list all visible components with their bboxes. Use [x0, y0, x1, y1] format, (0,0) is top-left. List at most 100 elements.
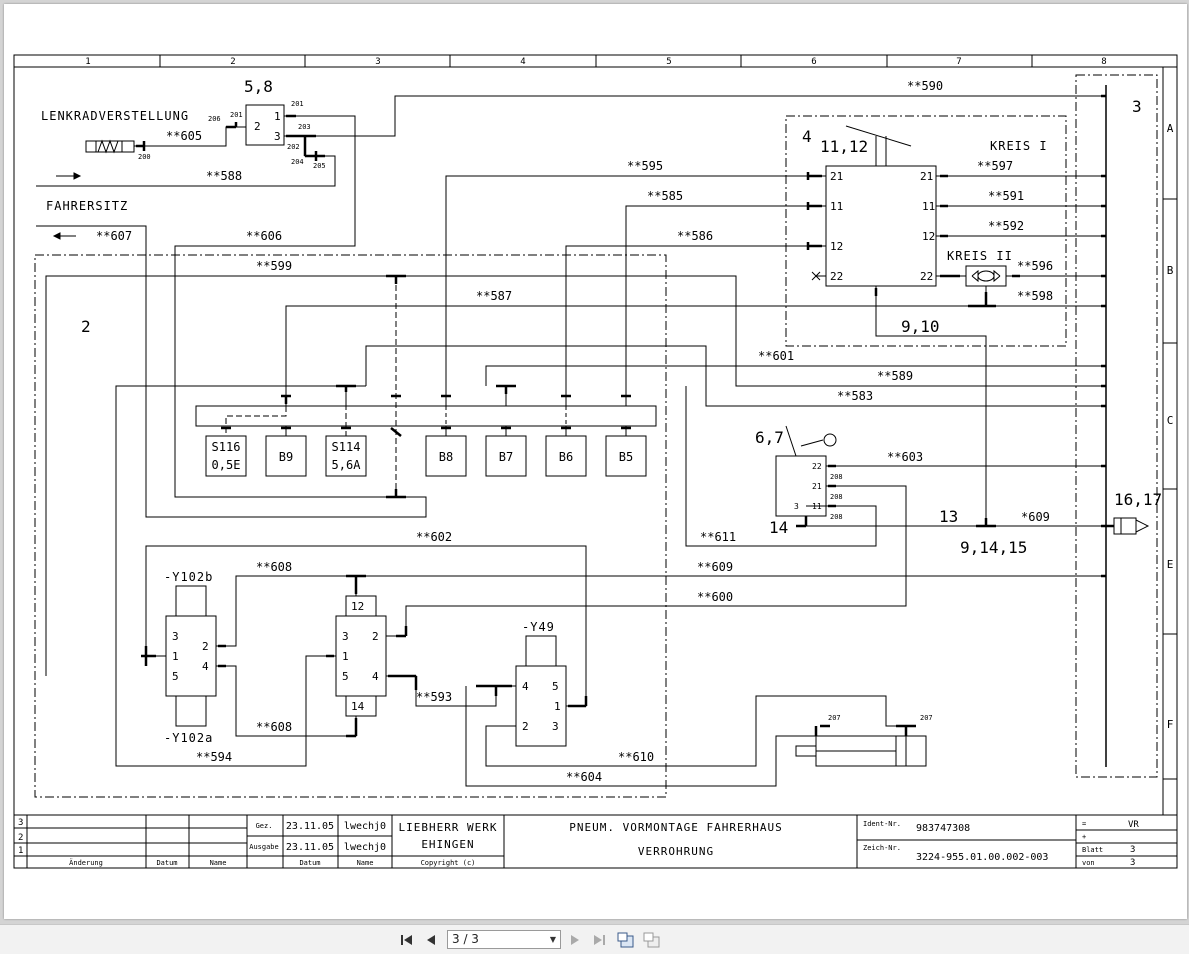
row-letter: F	[1167, 718, 1174, 731]
col-num: 4	[520, 57, 525, 67]
next-page-icon[interactable]	[567, 931, 583, 949]
page-select[interactable]: 3 / 3 ▼	[447, 930, 561, 949]
ref-11-12: 11,12	[820, 137, 868, 156]
first-page-icon[interactable]	[398, 931, 416, 949]
module-label: 5,6A	[332, 458, 362, 472]
line-label: **594	[196, 750, 232, 764]
row-letter: B	[1167, 264, 1174, 277]
svg-text:11: 11	[830, 200, 843, 213]
line-label: **608	[256, 560, 292, 574]
col-num: 5	[666, 57, 671, 67]
plus-symbol: +	[1082, 833, 1086, 841]
copy-icon[interactable]	[642, 931, 662, 949]
ref-6-7: 6,7	[755, 428, 784, 447]
col-num: 7	[956, 57, 961, 67]
module-label: B6	[559, 450, 573, 464]
port-label: 203	[298, 123, 311, 131]
port-label: 208	[830, 513, 843, 521]
svg-text:14: 14	[351, 700, 365, 713]
rotate-icon[interactable]	[616, 931, 636, 949]
module-label: B5	[619, 450, 633, 464]
line-label: **591	[988, 189, 1024, 203]
ref-9-14-15: 9,14,15	[960, 538, 1027, 557]
svg-text:2: 2	[372, 630, 379, 643]
line-label: **586	[677, 229, 713, 243]
col-header-datum: Datum	[156, 859, 177, 867]
line-label: **598	[1017, 289, 1053, 303]
zeich-label: Zeich-Nr.	[863, 844, 901, 852]
line-label: **585	[647, 189, 683, 203]
line-label: **592	[988, 219, 1024, 233]
rev-number: 1	[18, 846, 23, 856]
eq-symbol: =	[1082, 820, 1086, 828]
kreis-2-label: KREIS II	[947, 249, 1013, 263]
ref-13: 13	[939, 507, 958, 526]
port-label: 208	[830, 473, 843, 481]
svg-text:3: 3	[552, 720, 559, 733]
company-line-2: EHINGEN	[421, 838, 474, 851]
port-label: 201	[291, 100, 304, 108]
ausgabe-date: 23.11.05	[286, 842, 334, 853]
port-label: 201	[230, 111, 243, 119]
datum-header: Datum	[299, 859, 320, 867]
line-label: **601	[758, 349, 794, 363]
svg-text:2: 2	[254, 120, 261, 133]
document-page: 1 2 3 4 5 6 7 8 A B C E F LENKRADVERSTEL…	[4, 4, 1187, 919]
svg-text:4: 4	[372, 670, 379, 683]
fahrersitz-label: FAHRERSITZ	[46, 199, 128, 213]
line-label: **611	[700, 530, 736, 544]
line-label: **593	[416, 690, 452, 704]
port-label: 204	[291, 158, 304, 166]
previous-page-icon[interactable]	[423, 931, 439, 949]
svg-text:22: 22	[830, 270, 843, 283]
y49-label: -Y49	[522, 620, 555, 634]
svg-text:12: 12	[830, 240, 843, 253]
svg-text:5: 5	[552, 680, 559, 693]
ref-2: 2	[81, 317, 91, 336]
port-label: 206	[208, 115, 221, 123]
svg-text:11: 11	[922, 200, 935, 213]
kreis-1-label: KREIS I	[990, 139, 1048, 153]
svg-text:21: 21	[830, 170, 843, 183]
port-label: 207	[828, 714, 841, 722]
line-label: **605	[166, 129, 202, 143]
svg-text:2: 2	[202, 640, 209, 653]
viewer-toolbar: 3 / 3 ▼	[0, 924, 1189, 954]
ident-value: 983747308	[916, 823, 970, 834]
line-label: **610	[618, 750, 654, 764]
module-label: 0,5E	[212, 458, 241, 472]
chevron-down-icon: ▼	[549, 935, 556, 944]
svg-text:1: 1	[172, 650, 179, 663]
drawing-title-1: PNEUM. VORMONTAGE FAHRERHAUS	[569, 821, 782, 834]
port-label: 202	[287, 143, 300, 151]
port-label: 208	[830, 493, 843, 501]
port-label: 207	[920, 714, 933, 722]
col-num: 2	[230, 57, 235, 67]
col-num: 6	[811, 57, 816, 67]
line-label: **602	[416, 530, 452, 544]
line-label: **588	[206, 169, 242, 183]
line-label: **589	[877, 369, 913, 383]
gez-date: 23.11.05	[286, 821, 334, 832]
blatt-label: Blatt	[1082, 846, 1103, 854]
vr-value: VR	[1128, 820, 1139, 830]
svg-text:4: 4	[522, 680, 529, 693]
rev-number: 3	[18, 818, 23, 828]
row-letter: A	[1167, 122, 1174, 135]
module-label: S116	[212, 440, 241, 454]
line-label: **607	[96, 229, 132, 243]
ident-label: Ident-Nr.	[863, 820, 901, 828]
ausgabe-name: lwechj0	[344, 842, 386, 853]
rev-number: 2	[18, 833, 23, 843]
line-label: **604	[566, 770, 602, 784]
svg-text:1: 1	[274, 110, 281, 123]
name-header: Name	[357, 859, 374, 867]
line-label: **599	[256, 259, 292, 273]
ref-16-17: 16,17	[1114, 490, 1162, 509]
ref-5-8: 5,8	[244, 77, 273, 96]
gez-label: Gez.	[256, 822, 273, 830]
ref-4: 4	[802, 127, 812, 146]
last-page-icon[interactable]	[590, 931, 608, 949]
port-label: 205	[313, 162, 326, 170]
ref-9-10: 9,10	[901, 317, 940, 336]
